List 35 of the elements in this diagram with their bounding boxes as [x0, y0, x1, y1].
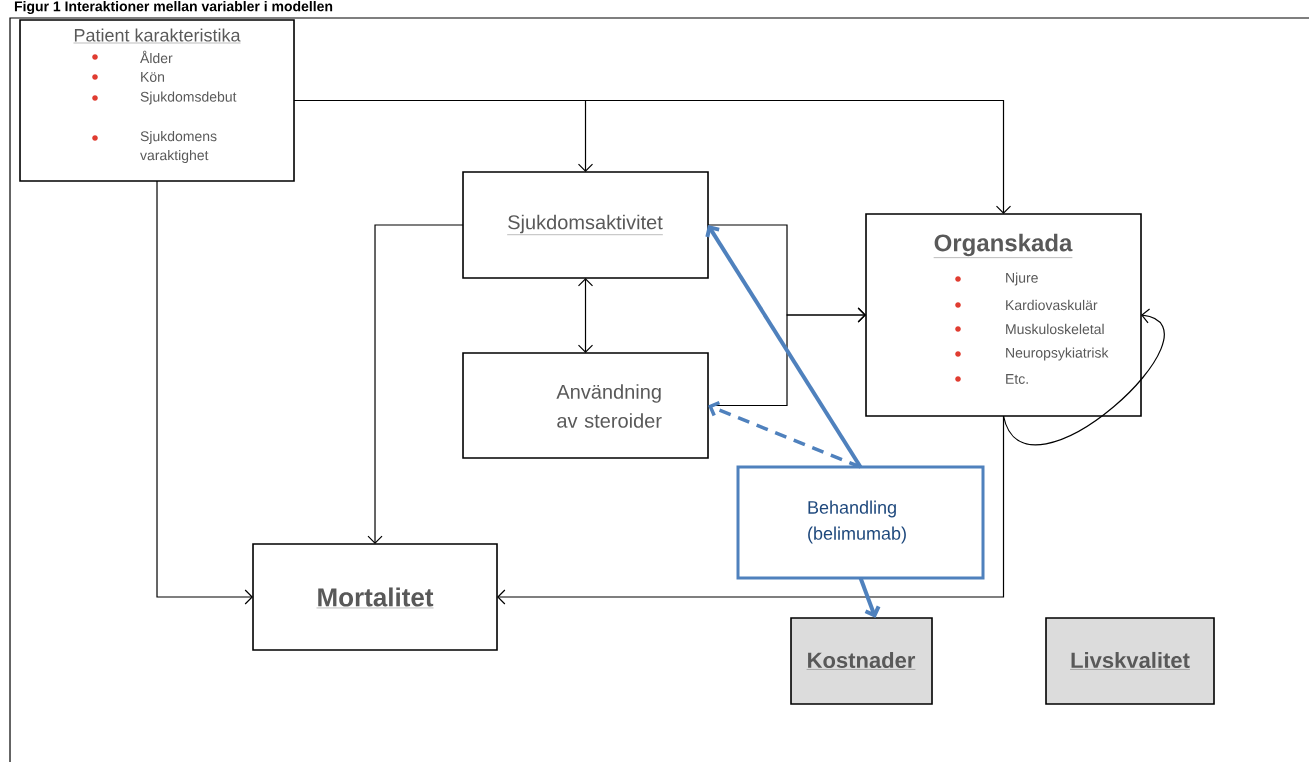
- box-label: Patient karakteristika: [73, 28, 241, 44]
- list-item: Neuropsykiatrisk: [1006, 347, 1109, 361]
- arrow: [708, 400, 862, 469]
- box-label: Organskada: [933, 233, 1073, 258]
- list-item: Ålder: [140, 50, 173, 64]
- arrow: [1002, 308, 1165, 445]
- process-box: [252, 543, 498, 651]
- title: Figur 1 Interaktioner mellan variabler i modellen: [14, 1, 333, 15]
- process-box: [1045, 617, 1215, 705]
- process-box: [462, 171, 709, 279]
- arrow: [497, 415, 1005, 605]
- arrow: [858, 577, 881, 618]
- box-label: Mortalitet: [316, 587, 434, 609]
- list-item: Muskuloskeletal: [1006, 323, 1104, 335]
- list-item: Kardiovaskulär: [1006, 299, 1098, 311]
- box-label: Livskvalitet: [1069, 651, 1191, 670]
- arrow: [293, 99, 1012, 214]
- box-label: Sjukdomsaktivitet: [507, 214, 664, 235]
- process-box: [19, 19, 295, 182]
- box-label: Kostnader: [806, 651, 916, 670]
- list-item: Sjukdomsdebut: [140, 91, 237, 105]
- list-item: Njure: [1006, 272, 1038, 286]
- list-item: Sjukdomens varaktighet: [140, 130, 217, 163]
- arrow: [156, 180, 253, 605]
- arrow: [367, 224, 464, 544]
- process-box: [462, 352, 709, 459]
- list-item: Kön: [141, 72, 164, 82]
- box-label: Behandling (belimumab): [808, 500, 906, 544]
- process-box: [790, 617, 933, 705]
- arrow: [705, 225, 863, 469]
- process-box: [865, 213, 1142, 417]
- list-item: Etc.: [1006, 374, 1028, 384]
- arrow: [577, 278, 594, 353]
- box-label: Användning av steroider: [556, 384, 662, 428]
- process-box: [736, 465, 985, 580]
